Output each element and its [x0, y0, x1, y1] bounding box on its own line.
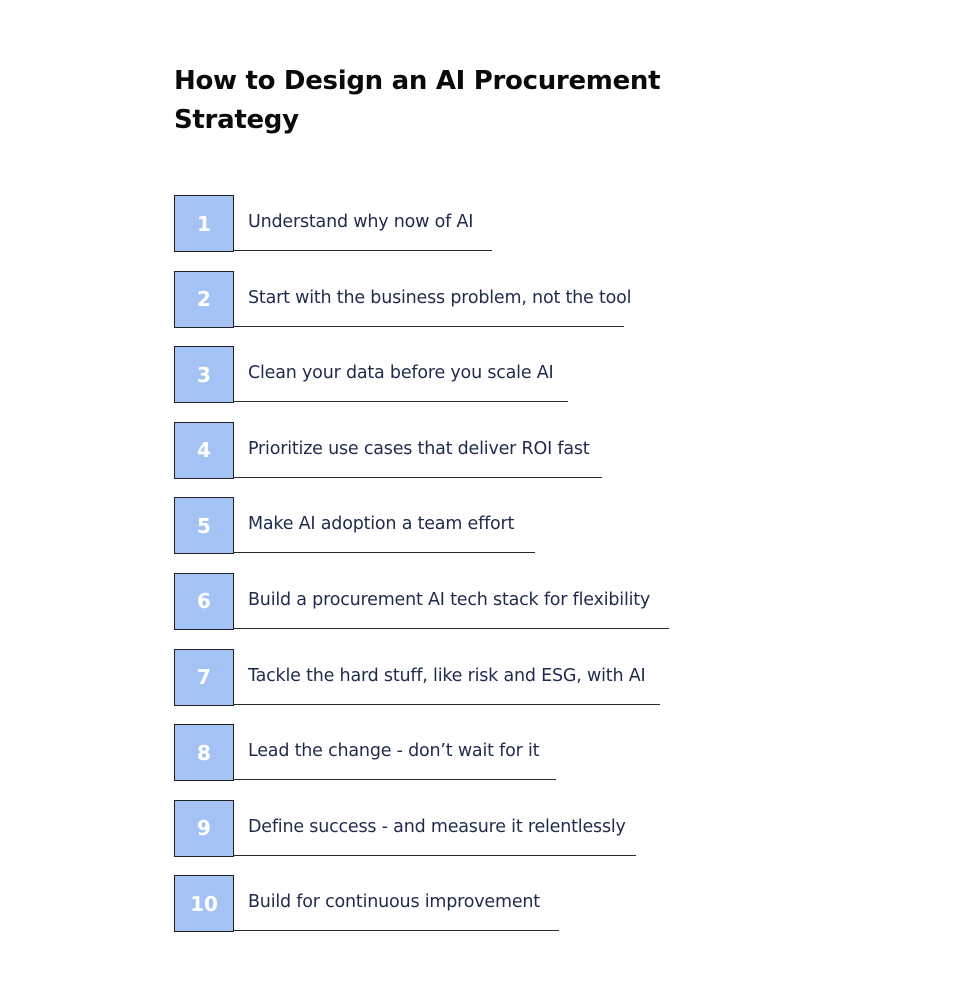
step-number-badge: 9	[174, 799, 234, 857]
step-underline	[233, 854, 636, 856]
step-label: Start with the business problem, not the…	[248, 287, 632, 308]
step-underline	[233, 627, 669, 629]
step-number-badge: 6	[174, 572, 234, 630]
step-number-badge: 5	[174, 497, 234, 555]
page-title: How to Design an AI Procurement Strategy	[174, 66, 661, 135]
step-underline	[233, 930, 559, 932]
step-number-badge: 3	[174, 346, 234, 404]
step-number-badge: 7	[174, 648, 234, 706]
step-underline	[233, 703, 660, 705]
step-label: Define success - and measure it relentle…	[248, 816, 626, 837]
step-label: Prioritize use cases that deliver ROI fa…	[248, 438, 590, 459]
step-number-badge: 10	[174, 875, 234, 933]
step-label: Understand why now of AI	[248, 212, 474, 232]
step-label: Make AI adoption a team effort	[248, 514, 515, 535]
step-underline	[233, 401, 568, 403]
step-number-badge: 2	[174, 270, 234, 328]
step-number-badge: 4	[174, 421, 234, 479]
step-number-badge: 8	[174, 724, 234, 782]
step-label: Clean your data before you scale AI	[248, 363, 554, 384]
step-number-badge: 1	[174, 195, 234, 252]
step-label: Tackle the hard stuff, like risk and ESG…	[248, 665, 646, 686]
step-label: Lead the change - don’t wait for it	[248, 741, 540, 762]
step-underline	[233, 476, 602, 478]
step-label: Build for continuous improvement	[248, 892, 540, 913]
step-label: Build a procurement AI tech stack for fl…	[248, 589, 651, 610]
step-underline	[233, 325, 624, 327]
step-underline	[233, 250, 492, 251]
step-underline	[233, 779, 556, 781]
step-underline	[233, 552, 535, 554]
